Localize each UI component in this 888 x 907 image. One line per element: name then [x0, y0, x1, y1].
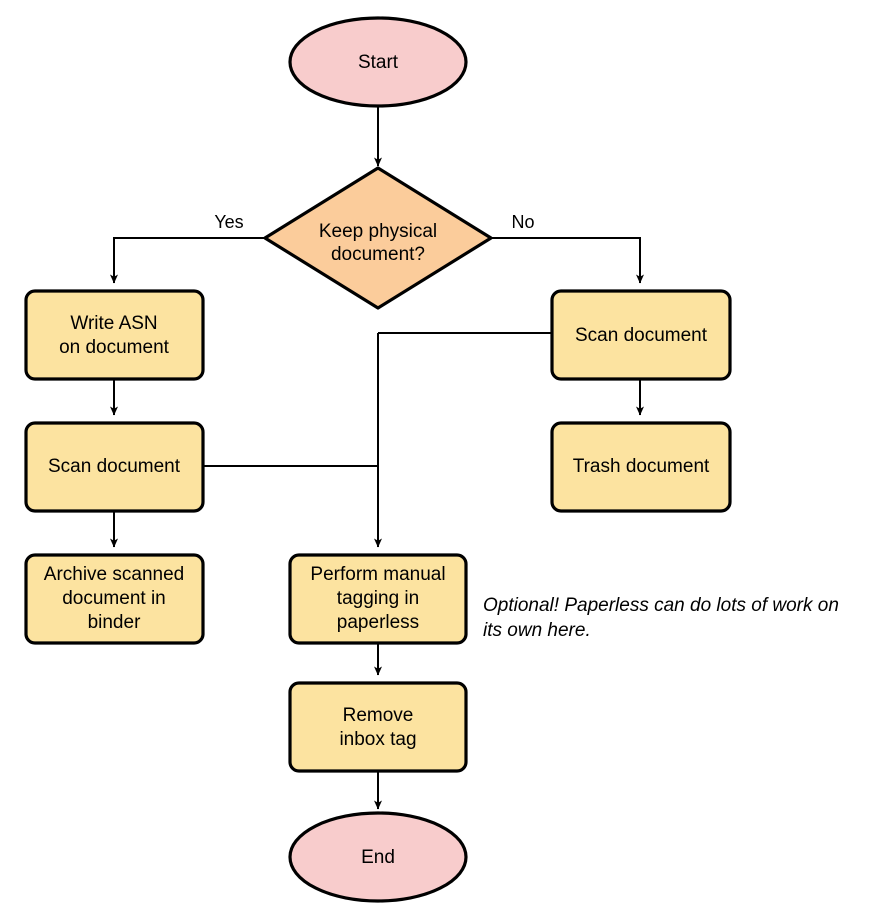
scan-document-right-box-shape — [550, 289, 732, 381]
decision-diamond-shape — [263, 166, 493, 310]
node-archive-scanned-document[interactable]: Archive scanned document in binder — [24, 553, 205, 645]
node-write-asn-on-document[interactable]: Write ASN on document — [24, 289, 205, 381]
connector-group — [110, 104, 644, 810]
scan-document-right-label: Scan document — [575, 325, 708, 346]
edge-decision-no-to-scan-right — [491, 237, 644, 284]
annotation-line2: its own here. — [483, 620, 591, 641]
start-label: Start — [358, 52, 399, 73]
tagging-label-line3: paperless — [337, 612, 419, 633]
write-asn-box-shape — [24, 289, 205, 381]
start-ellipse-shape — [288, 16, 468, 108]
trash-document-label: Trash document — [573, 456, 710, 477]
scan-document-left-label: Scan document — [48, 456, 181, 477]
end-ellipse-shape — [288, 811, 468, 903]
decision-label-line2: document? — [331, 244, 425, 265]
archive-label-line1: Archive scanned — [44, 564, 184, 585]
tagging-label-line1: Perform manual — [310, 564, 445, 585]
remove-inbox-label-line2: inbox tag — [339, 729, 416, 750]
node-perform-manual-tagging[interactable]: Perform manual tagging in paperless — [288, 553, 468, 645]
node-end[interactable]: End — [288, 811, 468, 903]
node-decision-keep-physical-document[interactable]: Keep physical document? — [263, 166, 493, 310]
annotation-line1: Optional! Paperless can do lots of work … — [483, 595, 839, 616]
decision-label-line1: Keep physical — [319, 221, 437, 242]
edge-label-no: No — [511, 212, 534, 232]
scan-document-left-box-shape — [24, 421, 205, 513]
remove-inbox-label-line1: Remove — [343, 705, 414, 726]
annotation-note: Optional! Paperless can do lots of work … — [483, 595, 839, 641]
tagging-label-line2: tagging in — [337, 588, 419, 609]
archive-box-shape — [24, 553, 205, 645]
node-remove-inbox-tag[interactable]: Remove inbox tag — [288, 681, 468, 773]
end-label: End — [361, 847, 395, 868]
edge-label-yes: Yes — [214, 212, 243, 232]
node-scan-document-right[interactable]: Scan document — [550, 289, 732, 381]
node-scan-document-left[interactable]: Scan document — [24, 421, 205, 513]
archive-label-line2: document in — [62, 588, 166, 609]
node-trash-document[interactable]: Trash document — [550, 421, 732, 513]
node-start[interactable]: Start — [288, 16, 468, 108]
write-asn-label-line1: Write ASN — [70, 313, 157, 334]
archive-label-line3: binder — [88, 612, 141, 633]
remove-inbox-box-shape — [288, 681, 468, 773]
trash-document-box-shape — [550, 421, 732, 513]
write-asn-label-line2: on document — [59, 337, 170, 358]
tagging-box-shape — [288, 553, 468, 645]
edge-decision-yes-to-write-asn — [110, 237, 265, 284]
